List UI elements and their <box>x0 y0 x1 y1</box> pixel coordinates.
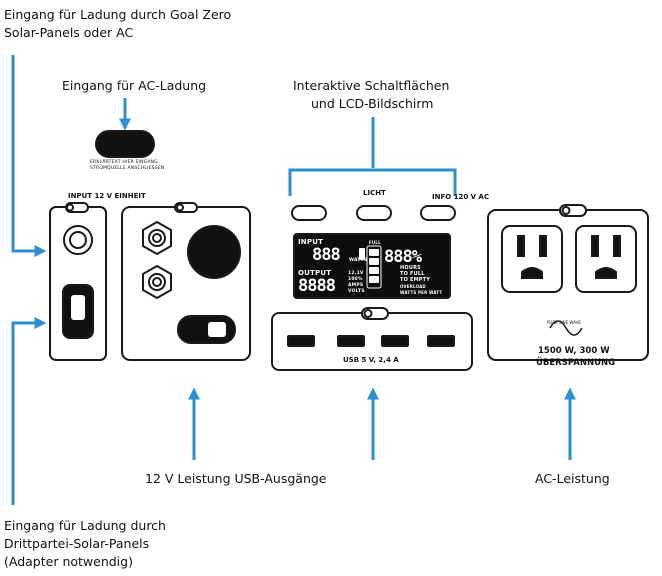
light-button <box>356 205 392 221</box>
goalzero-port <box>63 225 93 255</box>
lcd-amps: AMPS <box>348 283 364 288</box>
lcd-watts: WATTS <box>349 258 368 263</box>
label-ac-charge: Eingang für AC-Ladung <box>62 78 207 93</box>
licht-label: LICHT <box>363 189 386 197</box>
sine-wave-icon <box>549 320 583 336</box>
lcd-overload: OVERLOAD <box>400 284 426 289</box>
lcd-percent: 888% <box>384 247 422 267</box>
lcd-input-digits: 888 <box>312 245 341 265</box>
usb-port-3 <box>381 335 409 347</box>
ac-charge-note-1: ERKLÄRTEXT HIER EINGANG <box>90 160 158 165</box>
label-interactive-line1: Interaktive Schaltflächen <box>293 78 450 93</box>
ac-outlet-1 <box>501 225 563 293</box>
hex-port-1 <box>142 220 172 256</box>
ac-charge-note-2: STROMQUELLE ANSCHLIESSEN <box>90 166 165 171</box>
label-12v-usb: 12 V Leistung USB-Ausgänge <box>145 471 327 486</box>
lcd-volts-label: VOLTS <box>348 289 365 294</box>
car-socket-cover <box>177 315 236 344</box>
hex-port-2 <box>142 264 172 300</box>
lcd-full: FULL <box>369 240 381 245</box>
lcd-screen <box>293 233 451 299</box>
power-button <box>291 205 327 221</box>
label-ac-power: AC-Leistung <box>535 471 610 486</box>
usb-label: USB 5 V, 2,4 A <box>343 356 399 364</box>
info-button <box>420 205 456 221</box>
label-interactive-line2: und LCD-Bildschirm <box>311 96 434 111</box>
ac-output-panel <box>487 209 649 361</box>
label-thirdparty-line1: Eingang für Ladung durch <box>4 518 166 533</box>
lcd-watts-per: WATTS PER WATT <box>400 290 443 295</box>
ac-charge-port <box>95 130 155 158</box>
input-12v-label: INPUT 12 V EINHEIT <box>68 192 146 200</box>
usb-port-4 <box>427 335 455 347</box>
lcd-output-label: OUTPUT <box>298 269 332 277</box>
ac-spec-line2: ÜBERSPANNUNG <box>536 358 616 368</box>
usb-port-2 <box>337 335 365 347</box>
lcd-input-label: INPUT <box>298 238 324 246</box>
info-label: INFO 120 V AC <box>432 193 490 201</box>
lcd-volts-2: 100% <box>348 277 363 282</box>
ac-spec-line1: 1500 W, 300 W <box>538 346 610 356</box>
label-goalzero-line1: Eingang für Ladung durch Goal Zero <box>4 7 232 22</box>
arrow-goalzero-input <box>11 55 47 257</box>
lcd-volts-1: 12.1V <box>348 271 364 276</box>
usb-port-1 <box>287 335 315 347</box>
label-thirdparty-line2: Drittpartei-Solar-Panels <box>4 536 150 551</box>
arrow-thirdparty-input <box>11 317 47 505</box>
lcd-graphics <box>359 245 382 289</box>
lcd-to-empty: TO EMPTY <box>400 277 431 283</box>
label-thirdparty-line3: (Adapter notwendig) <box>4 554 133 569</box>
lcd-hours: HOURS <box>400 265 421 271</box>
label-goalzero-line2: Solar-Panels oder AC <box>4 25 134 40</box>
ac-outlet-2 <box>575 225 637 293</box>
car-socket <box>187 225 241 279</box>
sine-label: PURE SINE WAVE <box>547 320 581 325</box>
lcd-to-full: TO FULL <box>400 271 425 277</box>
bracket-interactive <box>288 117 457 196</box>
lcd-output-digits: 8888 <box>298 276 336 296</box>
